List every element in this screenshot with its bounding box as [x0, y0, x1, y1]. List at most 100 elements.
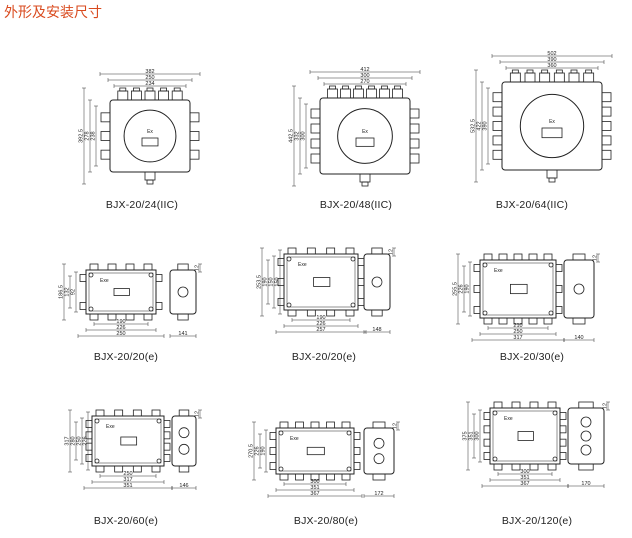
cable-gland: [287, 247, 297, 255]
dim-value: 140: [574, 335, 583, 341]
exe-mark: Exe: [494, 268, 503, 274]
dim-value: 170: [581, 481, 590, 487]
cover-screw: [286, 302, 292, 308]
dim-value: 250: [116, 331, 125, 337]
model-label: BJX-20/24(IIC): [105, 199, 179, 211]
cable-gland: [326, 421, 335, 429]
dim-value: 12: [393, 423, 399, 429]
cable-gland: [357, 258, 365, 266]
cable-gland: [146, 87, 154, 92]
cable-gland: [340, 88, 351, 99]
cable-gland: [295, 473, 304, 481]
cable-gland: [359, 173, 371, 183]
side-entry: [178, 443, 190, 455]
cover-screw: [346, 466, 352, 472]
exe-mark: Exe: [100, 278, 109, 284]
dim-value: 250: [123, 471, 132, 477]
cable-gland: [158, 90, 169, 101]
cable-gland: [493, 401, 503, 409]
cable-gland: [394, 85, 401, 90]
nameplate: [120, 436, 138, 446]
cable-gland: [117, 90, 129, 101]
dim-value: 250: [145, 75, 154, 81]
cable-gland: [160, 87, 167, 92]
cable-gland: [492, 106, 503, 117]
cable-gland: [409, 108, 420, 119]
cable-gland: [100, 112, 111, 123]
cover-screw: [350, 302, 356, 308]
cable-gland: [177, 263, 189, 271]
cable-gland: [492, 92, 503, 103]
dim-value: 257: [316, 327, 325, 333]
dim-value: 12: [593, 255, 599, 261]
nameplate: [141, 137, 159, 147]
dim-value: 351: [520, 475, 529, 481]
dim-value: 255.5: [453, 282, 459, 296]
cable-gland: [357, 298, 365, 306]
side-entry: [580, 416, 592, 428]
model-label: BJX-20/120(e): [501, 515, 573, 527]
cable-gland: [189, 149, 200, 160]
dim-value: 12: [195, 411, 201, 417]
lid-edge: [482, 262, 554, 316]
cable-gland: [548, 177, 556, 183]
side-entry: [580, 430, 592, 442]
dim-value: 382: [145, 69, 154, 75]
enclosure-body: [489, 407, 561, 465]
cable-gland: [473, 306, 481, 314]
cable-gland: [368, 85, 375, 90]
cable-gland: [100, 131, 111, 141]
cable-gland: [310, 421, 320, 429]
enclosure-body: [479, 259, 557, 319]
cable-gland: [79, 302, 87, 310]
cable-gland: [85, 420, 93, 428]
cable-gland: [178, 409, 190, 417]
cable-gland: [572, 253, 586, 261]
cable-gland: [345, 247, 355, 255]
cable-gland: [578, 463, 594, 471]
cable-gland: [409, 153, 420, 164]
cable-gland: [492, 149, 503, 160]
dim-value: 226: [316, 321, 325, 327]
cable-gland: [277, 298, 285, 306]
lid-edge: [88, 272, 154, 312]
cover-screw: [148, 306, 154, 312]
cable-gland: [100, 149, 111, 160]
cable-gland: [357, 278, 365, 286]
cable-gland: [306, 309, 316, 317]
cable-gland: [269, 432, 277, 440]
cable-gland: [85, 454, 93, 462]
cable-gland: [528, 317, 538, 325]
dim-value: 150: [275, 277, 281, 286]
cable-gland: [353, 447, 361, 455]
cable-gland: [89, 313, 99, 321]
cover-screw: [278, 430, 284, 436]
cable-gland: [177, 313, 189, 321]
side-entry: [373, 453, 385, 465]
cable-gland: [409, 138, 420, 149]
cable-gland: [473, 264, 481, 272]
dim-value: 360: [547, 63, 556, 69]
dim-value: 12: [389, 249, 395, 255]
cable-gland: [559, 452, 567, 460]
cable-gland: [543, 317, 553, 325]
cable-gland: [114, 465, 124, 473]
cable-gland: [392, 88, 403, 99]
cable-gland: [601, 121, 612, 131]
side-view: [567, 407, 605, 465]
cable-gland: [483, 425, 491, 434]
dim-value: 317: [123, 477, 132, 483]
model-label: BJX-20/30(e): [499, 351, 565, 363]
cable-gland: [511, 401, 521, 409]
cable-gland: [553, 72, 565, 83]
cover-screw: [552, 456, 558, 462]
cable-gland: [541, 69, 549, 74]
dim-value: 150: [269, 277, 275, 286]
cable-gland: [171, 90, 183, 101]
